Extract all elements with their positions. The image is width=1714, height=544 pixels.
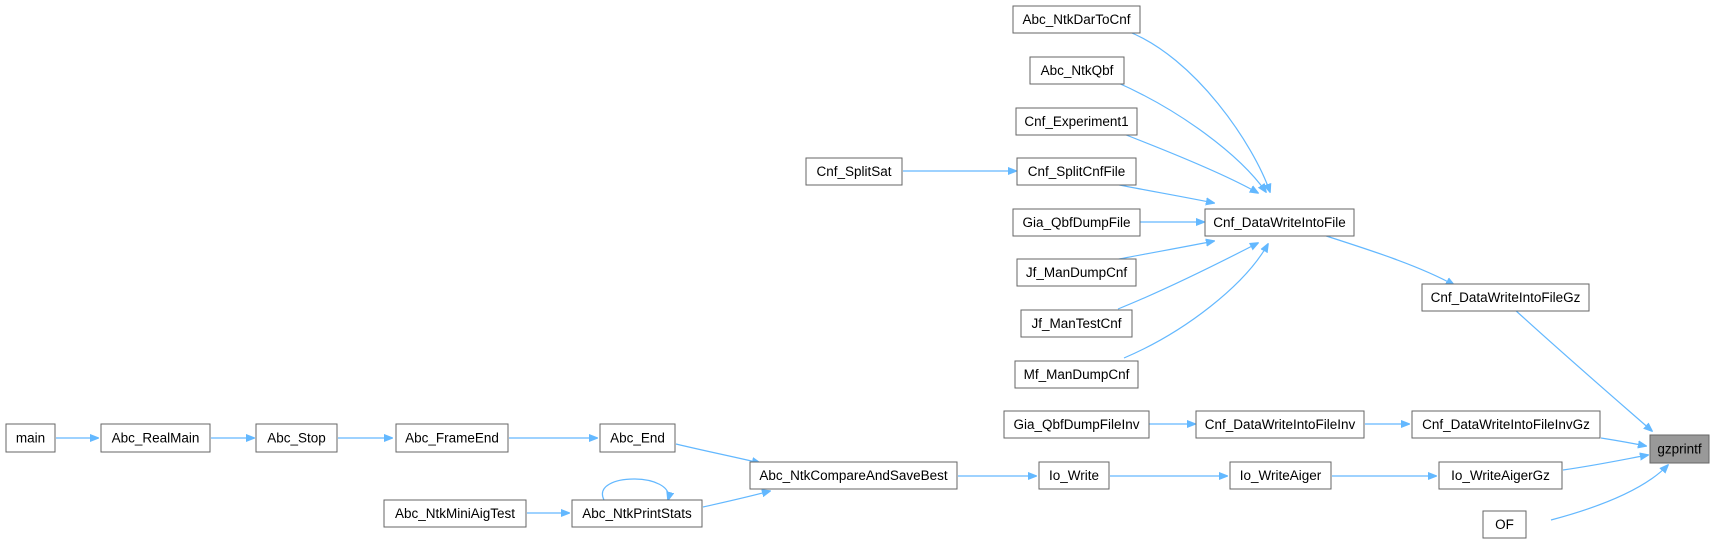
node-cnf-splitsat[interactable]: Cnf_SplitSat [805,157,903,186]
node-gia-qbfdumpfile-label: Gia_QbfDumpFile [1022,215,1130,230]
node-jf-mantestcnf-label: Jf_ManTestCnf [1031,316,1121,331]
node-io-writeaigergz[interactable]: Io_WriteAigerGz [1438,461,1563,490]
node-cnf-datawriteintofile-label: Cnf_DataWriteIntoFile [1213,215,1346,230]
node-abc-end-label: Abc_End [610,431,665,446]
edge-mf-mandumpcnf-to-cnf-datawriteintofile [1123,244,1268,359]
node-io-write-label: Io_Write [1049,468,1099,483]
node-gia-qbfdumpfileinv-label: Gia_QbfDumpFileInv [1013,417,1139,432]
node-abc-ntkqbf-label: Abc_NtkQbf [1041,63,1114,78]
node-io-writeaigergz-label: Io_WriteAigerGz [1451,468,1550,483]
node-abc-stop-label: Abc_Stop [267,431,326,446]
node-abc-ntkprintstats[interactable]: Abc_NtkPrintStats [571,499,703,528]
node-abc-realmain[interactable]: Abc_RealMain [100,423,211,453]
node-cnf-splitcnffile-label: Cnf_SplitCnfFile [1028,164,1126,179]
node-gia-qbfdumpfile[interactable]: Gia_QbfDumpFile [1012,208,1141,237]
edge-cnf-splitcnffile-to-cnf-datawriteintofile [1113,183,1214,203]
node-mf-mandumpcnf-label: Mf_ManDumpCnf [1024,367,1130,382]
edge-cnf-datawriteintofile-to-cnf-datawriteintofilegz [1319,233,1454,285]
edge-io-writeaigergz-to-gzprintf [1562,455,1648,471]
edge-jf-mantestcnf-to-cnf-datawriteintofile [1117,243,1258,310]
edge-abc-end-to-abc-ntkcompareandsavebest [675,443,760,463]
node-main[interactable]: main [5,423,56,453]
node-mf-mandumpcnf[interactable]: Mf_ManDumpCnf [1014,360,1139,389]
node-cnf-datawriteintofile[interactable]: Cnf_DataWriteIntoFile [1204,208,1355,237]
node-abc-ntkminiaigtest[interactable]: Abc_NtkMiniAigTest [383,499,527,528]
node-abc-realmain-label: Abc_RealMain [112,431,200,446]
node-cnf-datawriteintofilegz-label: Cnf_DataWriteIntoFileGz [1431,290,1581,305]
node-of-label: OF [1495,517,1514,532]
edge-abc-ntkdartocnf-to-cnf-datawriteintofile [1126,30,1270,192]
edge-abc-ntkprintstats-to-abc-ntkcompareandsavebest [702,491,770,508]
node-gzprintf-label: gzprintf [1657,442,1702,457]
node-jf-mantestcnf[interactable]: Jf_ManTestCnf [1020,309,1133,338]
node-io-writeaiger[interactable]: Io_WriteAiger [1229,461,1332,490]
node-cnf-splitsat-label: Cnf_SplitSat [816,164,891,179]
node-abc-ntkdartocnf-label: Abc_NtkDarToCnf [1022,12,1130,27]
node-cnf-datawriteintofileinvgz[interactable]: Cnf_DataWriteIntoFileInvGz [1411,410,1601,439]
node-jf-mandumpcnf-label: Jf_ManDumpCnf [1026,265,1128,280]
edge-jf-mandumpcnf-to-cnf-datawriteintofile [1113,241,1214,261]
node-abc-ntkqbf[interactable]: Abc_NtkQbf [1029,56,1125,85]
edge-cnf-datawriteintofilegz-to-gzprintf [1513,308,1652,431]
node-cnf-splitcnffile[interactable]: Cnf_SplitCnfFile [1016,157,1137,186]
edge-abc-ntkqbf-to-cnf-datawriteintofile [1115,81,1266,192]
node-cnf-datawriteintofileinvgz-label: Cnf_DataWriteIntoFileInvGz [1422,417,1590,432]
node-abc-stop[interactable]: Abc_Stop [255,423,338,453]
node-jf-mandumpcnf[interactable]: Jf_ManDumpCnf [1016,258,1137,287]
edge-abc-ntkprintstats-self-loop [601,478,668,500]
node-cnf-datawriteintofileinv[interactable]: Cnf_DataWriteIntoFileInv [1195,410,1365,439]
edge-cnf-datawriteintofileinvgz-to-gzprintf [1600,437,1646,446]
node-main-label: main [16,431,45,446]
edge-of-to-gzprintf [1550,465,1668,521]
node-gia-qbfdumpfileinv[interactable]: Gia_QbfDumpFileInv [1003,410,1150,439]
node-abc-frameend[interactable]: Abc_FrameEnd [395,423,509,453]
edge-cnf-experiment1-to-cnf-datawriteintofile [1120,132,1258,193]
node-abc-end[interactable]: Abc_End [599,423,676,453]
node-of[interactable]: OF [1482,510,1527,539]
node-abc-ntkcompareandsavebest-label: Abc_NtkCompareAndSaveBest [759,468,948,483]
node-io-write[interactable]: Io_Write [1038,461,1110,490]
node-cnf-experiment1-label: Cnf_Experiment1 [1024,114,1128,129]
nodes-layer: gzprintf Abc_NtkDarToCnf Abc_NtkQbf Cnf_… [5,5,1710,539]
node-gzprintf[interactable]: gzprintf [1649,434,1710,464]
node-cnf-datawriteintofileinv-label: Cnf_DataWriteIntoFileInv [1205,417,1356,432]
node-abc-ntkprintstats-label: Abc_NtkPrintStats [582,506,692,521]
node-cnf-experiment1[interactable]: Cnf_Experiment1 [1015,107,1138,136]
node-abc-frameend-label: Abc_FrameEnd [405,431,499,446]
node-cnf-datawriteintofilegz[interactable]: Cnf_DataWriteIntoFileGz [1421,283,1590,312]
node-io-writeaiger-label: Io_WriteAiger [1240,468,1322,483]
node-abc-ntkdartocnf[interactable]: Abc_NtkDarToCnf [1012,5,1141,34]
node-abc-ntkcompareandsavebest[interactable]: Abc_NtkCompareAndSaveBest [749,461,958,490]
node-abc-ntkminiaigtest-label: Abc_NtkMiniAigTest [395,506,515,521]
edges-layer [56,30,1668,521]
